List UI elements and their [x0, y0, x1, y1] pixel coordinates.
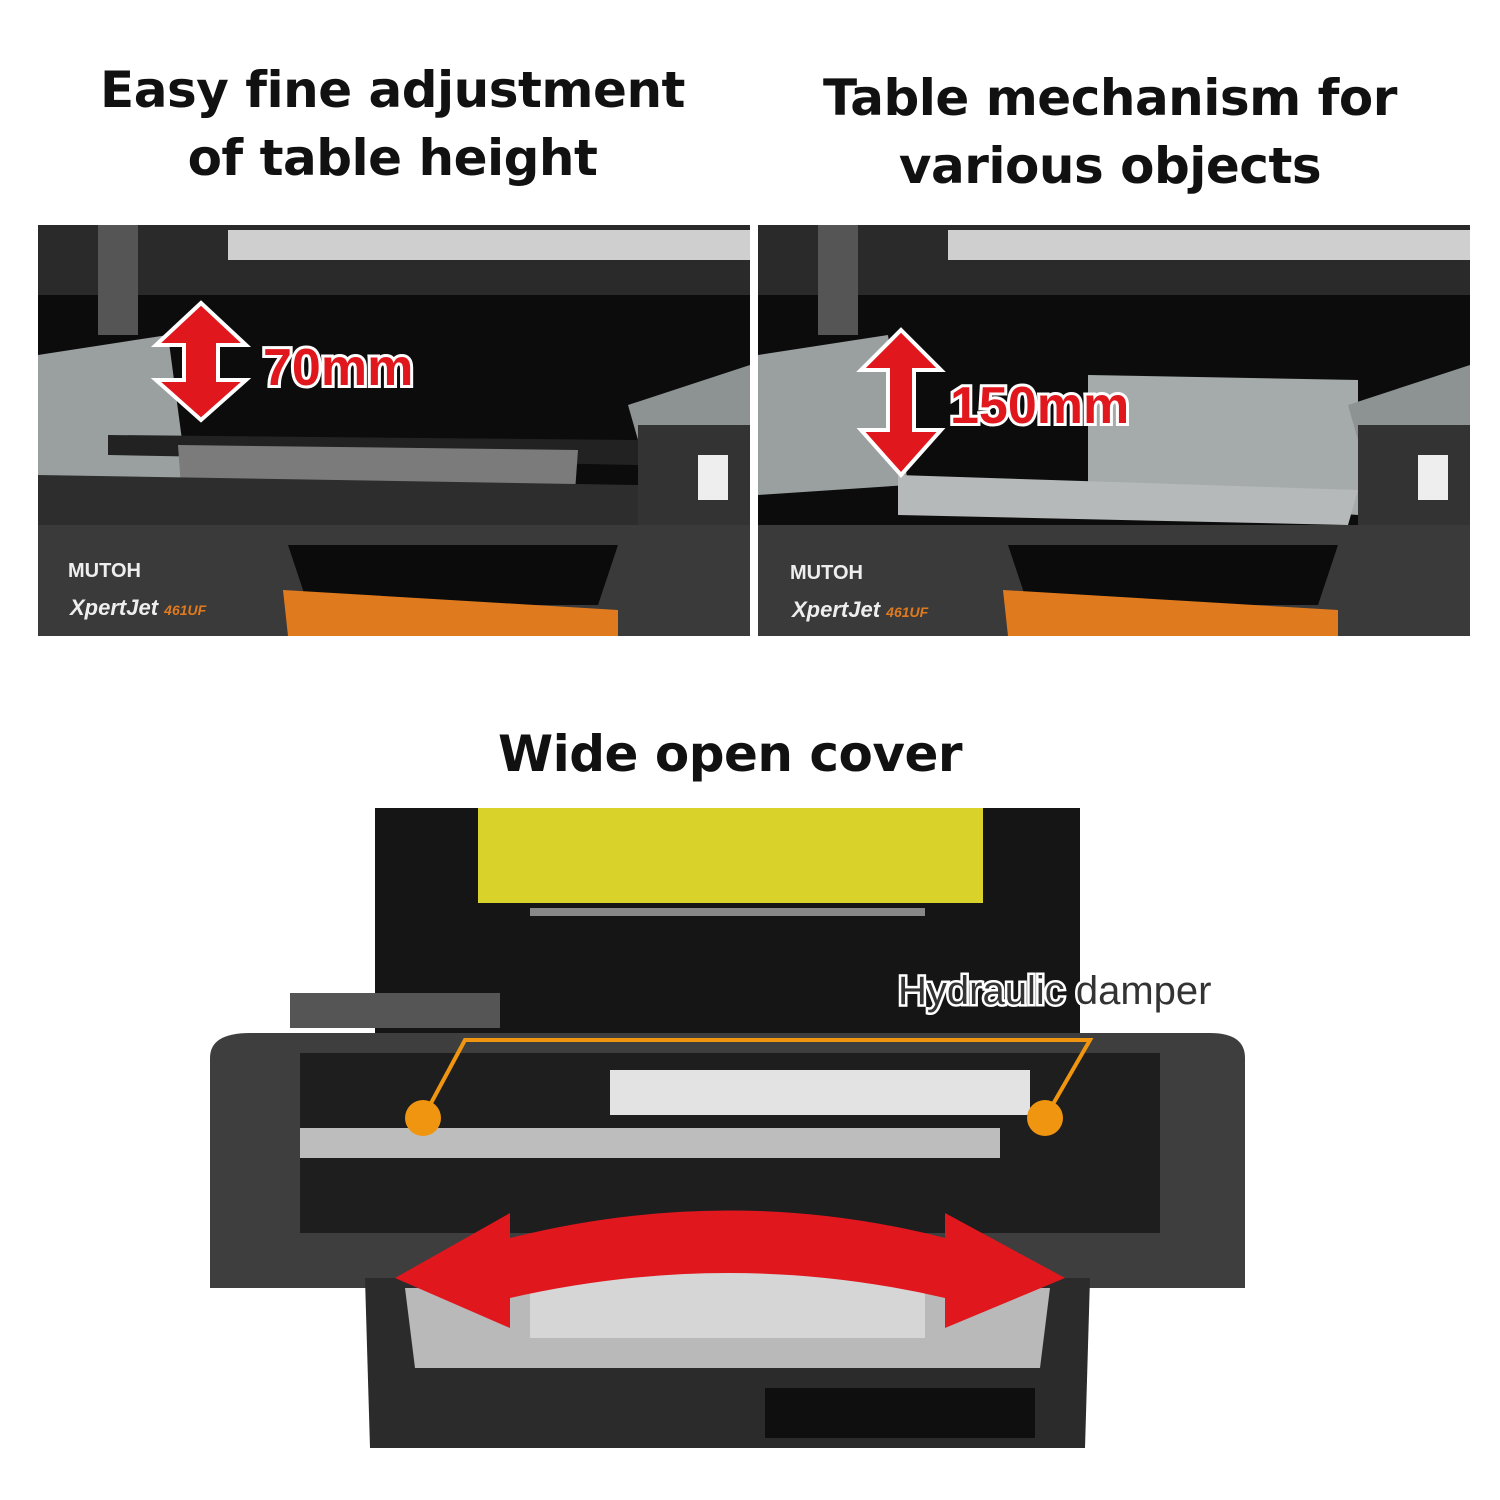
heading-line: various objects — [898, 137, 1322, 195]
open-cover-arrow-icon — [395, 1210, 1065, 1328]
callout-leader-line — [421, 1038, 1094, 1119]
heading-line: of table height — [187, 129, 598, 187]
heading-wide-open-cover: Wide open cover — [497, 725, 963, 783]
heading-table-mechanism: Table mechanism for various objects — [800, 64, 1420, 200]
photo-wide-open-cover: Hydraulic damper — [210, 808, 1245, 1448]
photo-70mm-table: MUTOH XpertJet 461UF 70mm — [38, 225, 750, 636]
double-arrow-icon — [856, 327, 946, 479]
heading-table-height: Easy fine adjustment of table height — [90, 56, 695, 192]
dimension-label-70mm: 70mm — [263, 339, 413, 397]
damper-marker-right — [1027, 1100, 1063, 1136]
damper-marker-left — [405, 1100, 441, 1136]
brand-logo-maker: MUTOH — [68, 560, 141, 582]
brand-logo-maker: MUTOH — [790, 562, 863, 584]
brand-logo-model: XpertJet 461UF — [68, 595, 207, 620]
callout-hydraulic-damper: Hydraulic damper — [898, 969, 1211, 1013]
heading-line: Table mechanism for — [823, 69, 1397, 127]
double-arrow-icon — [150, 300, 252, 423]
photo-150mm-table: MUTOH XpertJet 461UF 150mm — [758, 225, 1470, 636]
heading-line: Easy fine adjustment — [100, 61, 685, 119]
dimension-label-150mm: 150mm — [950, 377, 1129, 435]
